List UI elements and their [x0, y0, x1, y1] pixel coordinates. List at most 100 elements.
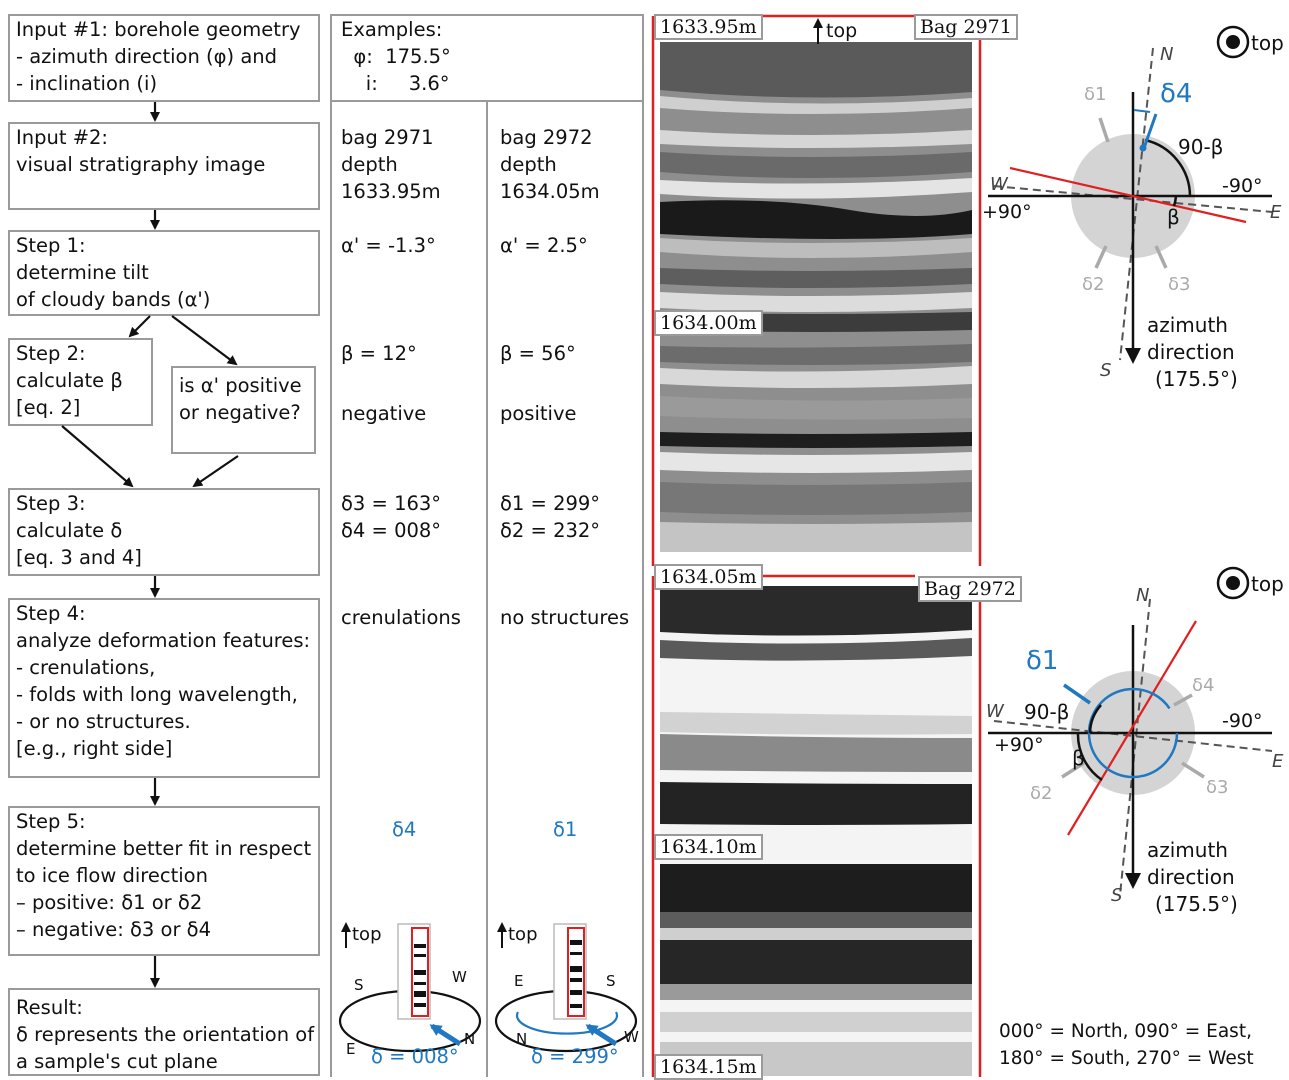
- question-line1: is α' positive: [179, 374, 302, 397]
- examples-header-line1: Examples:: [341, 18, 443, 41]
- col2-bag-line1: bag 2972: [500, 126, 593, 149]
- step1-line3: of cloudy bands (α'): [16, 288, 211, 311]
- compass2-ns-line: [1119, 598, 1151, 896]
- step2-line1: Step 2:: [16, 342, 86, 365]
- compass1-delta2: δ2: [1082, 274, 1104, 295]
- compass2-we-line: [993, 720, 1273, 752]
- compass2-azimuth-1: azimuth: [1147, 838, 1228, 862]
- compass2-top: top: [1251, 572, 1284, 596]
- col2-result: δ = 299°: [531, 1045, 619, 1068]
- step1-line2: determine tilt: [16, 261, 149, 284]
- col2-fit: δ1: [553, 818, 578, 841]
- col2-beta: β = 56°: [500, 342, 576, 365]
- depth-label-5: 1634.15m: [654, 1054, 763, 1080]
- col1-beta: β = 12°: [341, 342, 417, 365]
- compass1-s: S: [1100, 360, 1111, 381]
- compass2-azimuth-2: direction: [1147, 865, 1235, 889]
- step3-line2: calculate δ: [16, 519, 123, 542]
- compass-diagram-1: top N S W E +90° -90° 90-β β δ4 δ1 δ2 δ3…: [982, 25, 1284, 391]
- compass1-arc-beta: [1172, 195, 1178, 207]
- col1-bag-line3: 1633.95m: [341, 180, 441, 203]
- compass2-arc-beta: [1076, 732, 1103, 782]
- step4-line5: - or no structures.: [16, 710, 191, 733]
- depth-label-2: 1634.00m: [654, 310, 763, 336]
- col2-bag-line3: 1634.05m: [500, 180, 600, 203]
- question-box: [171, 366, 316, 454]
- result-line3: a sample's cut plane: [16, 1050, 218, 1073]
- step3-line3: [eq. 3 and 4]: [16, 546, 142, 569]
- col2-top-label: top: [508, 924, 538, 945]
- step4-line2: analyze deformation features:: [16, 629, 311, 652]
- step5-line4: – positive: δ1 or δ2: [16, 891, 203, 914]
- compass2-s: S: [1111, 885, 1122, 906]
- col1-dir-w: W: [452, 968, 467, 986]
- input2-line2: visual stratigraphy image: [16, 153, 266, 176]
- col1-result: δ = 008°: [371, 1045, 459, 1068]
- compass1-plus90: +90°: [982, 201, 1032, 223]
- step5-line5: – negative: δ3 or δ4: [16, 918, 212, 941]
- depth-label-4: 1634.10m: [654, 834, 763, 860]
- input1-line2: - azimuth direction (φ) and: [16, 45, 278, 68]
- col2-dir-w: W: [624, 1028, 639, 1046]
- arrow-step2-step3: [61, 425, 134, 488]
- result-box: [8, 988, 320, 1076]
- compass1-delta4-arrow: [1142, 113, 1158, 149]
- col1-sign: negative: [341, 402, 427, 425]
- legend-line1: 000° = North, 090° = East,: [999, 1021, 1252, 1042]
- examples-col-divider: [486, 100, 488, 1077]
- col2-sample-sketch: top E S N W: [494, 922, 639, 1053]
- compass1-we-line: [993, 185, 1273, 213]
- compass-diagram-2: top N S W E +90° -90° 90-β β δ1 δ4 δ2 δ3…: [986, 566, 1284, 916]
- compass1-n: N: [1160, 44, 1173, 65]
- col1-delta-2: δ4 = 008°: [341, 519, 442, 542]
- compass1-ns-line: [1119, 47, 1154, 361]
- legend-line2: 180° = South, 270° = West: [999, 1048, 1254, 1069]
- col1-sample-sketch: top S W E N: [338, 922, 482, 1058]
- stratigraphy-image: [651, 14, 983, 1077]
- step4-line3: - crenulations,: [16, 656, 156, 679]
- step4-line6: [e.g., right side]: [16, 737, 173, 760]
- step4-box: [8, 598, 320, 778]
- depth-label-3: 1634.05m: [654, 564, 763, 590]
- bag-2971-label: Bag 2971: [914, 14, 1018, 40]
- col1-dir-s: S: [354, 976, 364, 994]
- compass2-plane-line: [1067, 620, 1197, 836]
- compass2-beta: β: [1072, 746, 1085, 770]
- step2-line3: [eq. 2]: [16, 396, 81, 419]
- col2-alpha: α' = 2.5°: [500, 234, 588, 257]
- step4-line1: Step 4:: [16, 602, 86, 625]
- compass1-w: W: [990, 174, 1009, 195]
- examples-header-line3: i: 3.6°: [341, 72, 450, 95]
- compass1-beta: β: [1167, 205, 1180, 229]
- step5-line3: to ice flow direction: [16, 864, 208, 887]
- arrow-step1-question: [171, 315, 238, 366]
- compass2-delta4: δ4: [1192, 675, 1214, 696]
- col1-cut-arrow-icon: [429, 1023, 462, 1047]
- strat-top-bands: [660, 42, 972, 552]
- result-line2: δ represents the orientation of: [16, 1023, 315, 1046]
- input2-line1: Input #2:: [16, 126, 109, 149]
- col1-bag-line2: depth: [341, 153, 398, 176]
- input1-box: [8, 14, 320, 102]
- step5-box: [8, 806, 320, 956]
- compass1-90-beta: 90-β: [1178, 135, 1223, 159]
- image-top-label: top: [826, 20, 858, 42]
- compass2-plus90: +90°: [994, 734, 1044, 756]
- compass1-top: top: [1251, 31, 1284, 55]
- col2-delta-1: δ1 = 299°: [500, 492, 601, 515]
- compass2-arc-90-beta: [1088, 704, 1102, 734]
- compass1-e: E: [1270, 202, 1282, 223]
- result-line1: Result:: [16, 996, 83, 1019]
- compass1-delta4: δ4: [1160, 79, 1192, 109]
- col1-alpha: α' = -1.3°: [341, 234, 436, 257]
- col1-top-label: top: [352, 924, 382, 945]
- compass1-azimuth-2: direction: [1147, 340, 1235, 364]
- input1-line1: Input #1: borehole geometry: [16, 18, 301, 41]
- col1-delta-1: δ3 = 163°: [341, 492, 442, 515]
- col2-rotation-arc: [515, 1011, 619, 1035]
- step3-box: [8, 488, 320, 576]
- col1-structure: crenulations: [341, 606, 461, 629]
- depth-label-1: 1633.95m: [654, 14, 763, 40]
- col1-dir-n: N: [464, 1030, 475, 1048]
- compass1-delta1: δ1: [1084, 84, 1106, 105]
